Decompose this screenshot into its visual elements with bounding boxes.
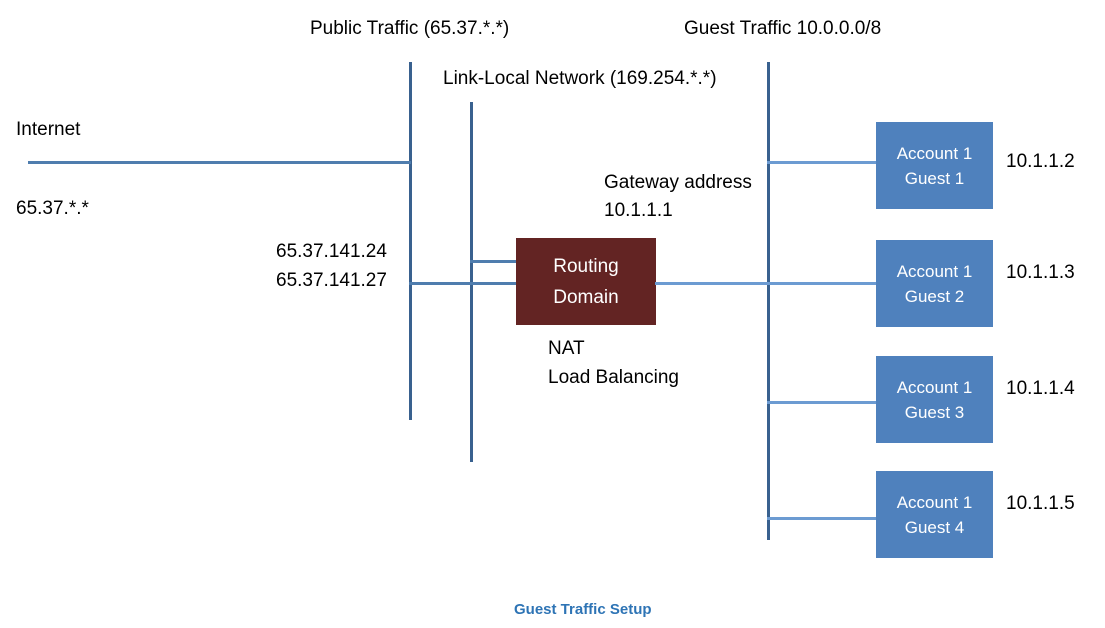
routing-function-nat-label: NAT (548, 338, 585, 359)
guest-traffic-bus-line (767, 62, 770, 540)
guest-2-account: Account 1 (896, 261, 973, 281)
guest-node-4[interactable]: Account 1 Guest 4 (876, 471, 993, 558)
guest-1-ip-label: 10.1.1.2 (1006, 151, 1075, 172)
guest-node-1[interactable]: Account 1 Guest 1 (876, 122, 993, 209)
guest-4-name: Guest 4 (904, 517, 965, 537)
public-traffic-bus-line (409, 62, 412, 420)
internet-label: Internet (16, 119, 81, 140)
link-local-network-label: Link-Local Network (169.254.*.*) (443, 68, 717, 89)
guest-3-ip-label: 10.1.1.4 (1006, 378, 1075, 399)
diagram-caption: Guest Traffic Setup (514, 601, 652, 618)
guest-2-ip-label: 10.1.1.3 (1006, 262, 1075, 283)
gateway-address-value: 10.1.1.1 (604, 200, 673, 221)
guest-node-3[interactable]: Account 1 Guest 3 (876, 356, 993, 443)
public-to-routing-line (409, 282, 518, 285)
routing-function-load-balancing-label: Load Balancing (548, 367, 679, 388)
routing-domain-line2: Domain (553, 286, 619, 308)
public-ip-lower-label: 65.37.141.27 (276, 270, 387, 291)
internet-connection-line (28, 161, 411, 164)
guest-traffic-label: Guest Traffic 10.0.0.0/8 (684, 18, 882, 39)
guest-4-ip-label: 10.1.1.5 (1006, 493, 1075, 514)
guest-1-connector-line (767, 161, 877, 164)
routing-domain-line1: Routing (553, 255, 619, 277)
public-traffic-label: Public Traffic (65.37.*.*) (310, 18, 510, 39)
guest-2-name: Guest 2 (904, 286, 965, 306)
gateway-address-label: Gateway address (604, 172, 752, 193)
public-ip-upper-label: 65.37.141.24 (276, 241, 387, 262)
guest-3-connector-line (767, 401, 877, 404)
internet-subnet-label: 65.37.*.* (16, 198, 89, 219)
link-local-to-routing-line (470, 260, 518, 263)
guest-3-name: Guest 3 (904, 402, 965, 422)
guest-4-account: Account 1 (896, 492, 973, 512)
guest-1-name: Guest 1 (904, 168, 965, 188)
guest-1-account: Account 1 (896, 143, 973, 163)
guest-4-connector-line (767, 517, 877, 520)
guest-node-2[interactable]: Account 1 Guest 2 (876, 240, 993, 327)
routing-domain-box[interactable]: Routing Domain (516, 238, 656, 325)
routing-to-guest-bus-line (655, 282, 877, 285)
guest-3-account: Account 1 (896, 377, 973, 397)
